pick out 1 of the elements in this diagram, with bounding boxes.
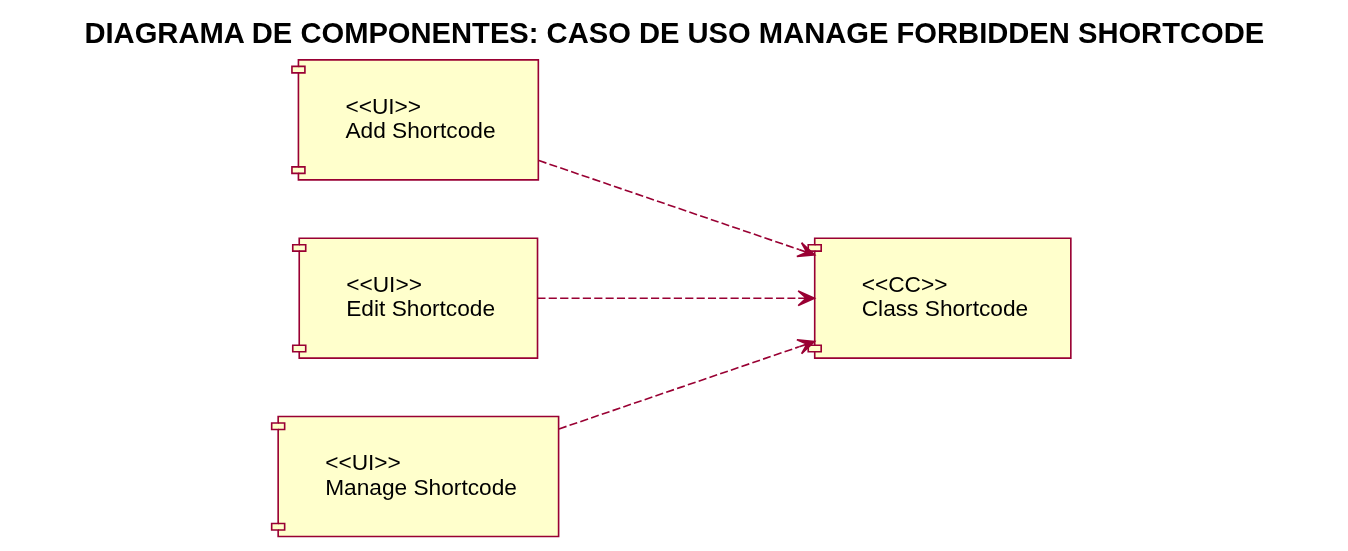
- diagram-title: DIAGRAMA DE COMPONENTES: CASO DE USO MANAGE FORBIDDEN SHORTCODE: [83, 16, 1264, 49]
